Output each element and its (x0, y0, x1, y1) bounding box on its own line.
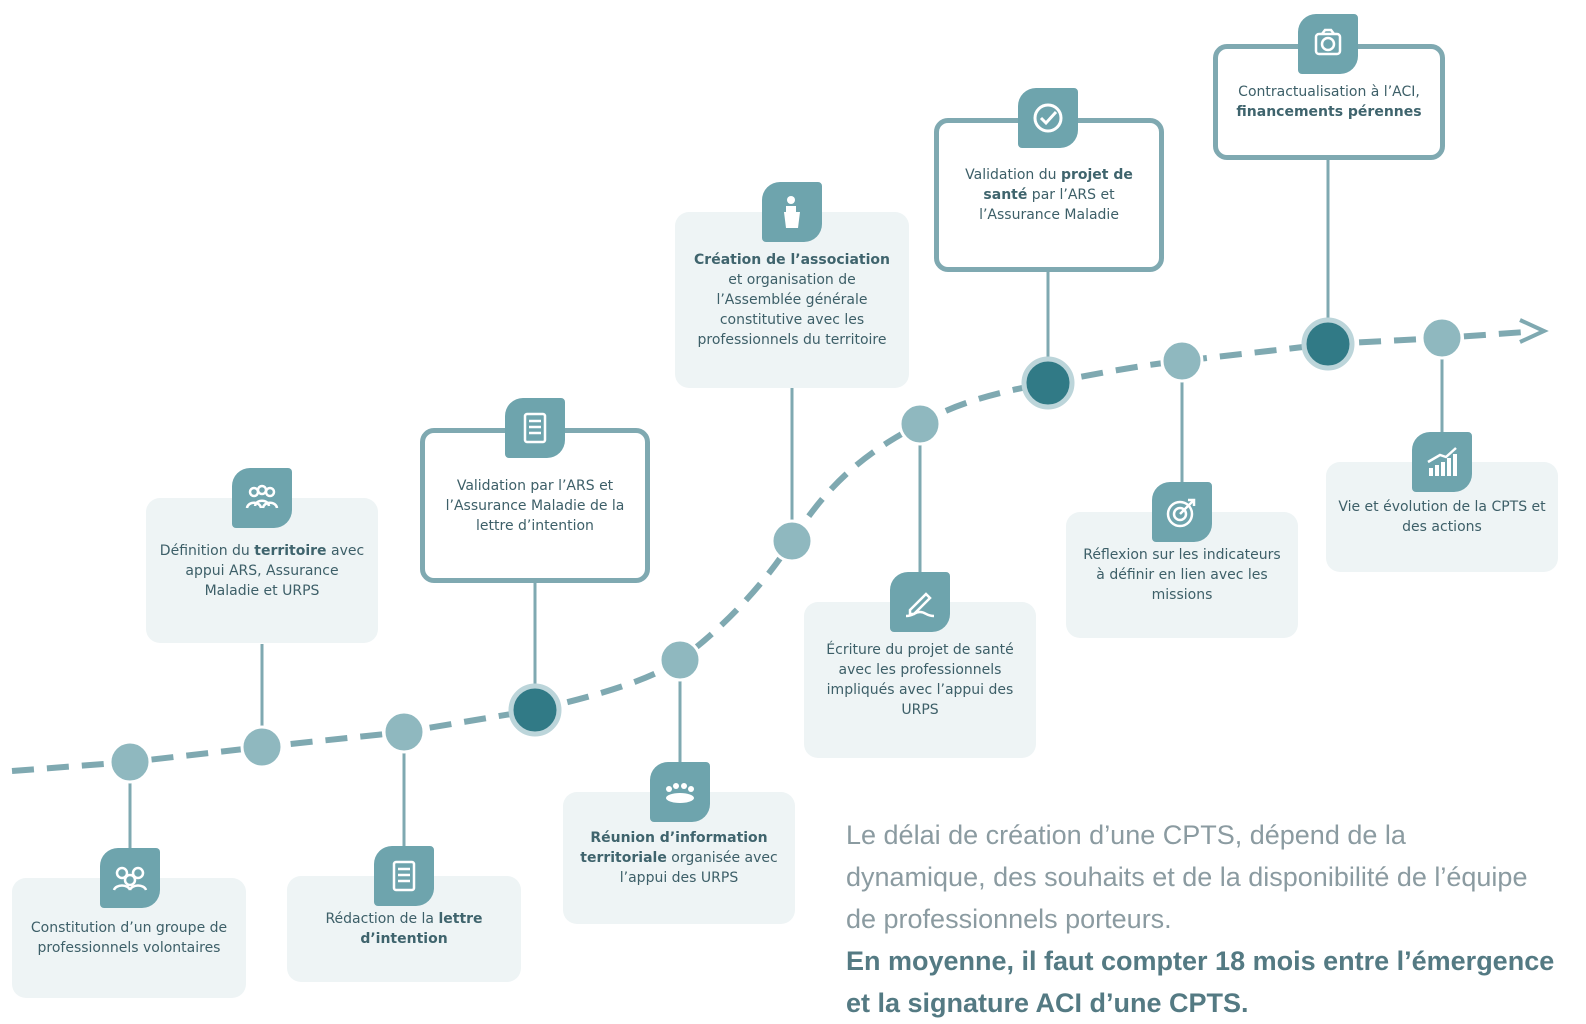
note-line-4: En moyenne, il faut compter 18 mois entr… (846, 946, 1555, 976)
meeting-icon (650, 762, 710, 822)
milestones (108, 316, 1464, 784)
step-text: Réflexion sur les indicateurs à définir … (1083, 547, 1281, 603)
group-people-icon (100, 848, 160, 908)
note-line-3: de professionnels porteurs. (846, 904, 1172, 934)
note-line-1: Le délai de création d’une CPTS, dépend … (846, 820, 1406, 850)
document-icon (505, 398, 565, 458)
people-icon (232, 468, 292, 528)
step-text: Création de l’association et organisatio… (687, 250, 897, 350)
step-text-bold: lettre d’intention (360, 911, 483, 947)
timeline-diagram (11, 160, 1549, 850)
milestone-4 (508, 683, 562, 737)
pen-signature-icon (890, 572, 950, 632)
step-text: Vie et évolution de la CPTS et des actio… (1338, 499, 1546, 535)
step-text-post: organisée avec l’appui des URPS (619, 850, 778, 886)
step-text: Constitution d’un groupe de professionne… (30, 920, 228, 956)
contract-icon (1298, 14, 1358, 74)
step-text-bold: Création de l’association (694, 252, 890, 268)
milestone-8 (1021, 356, 1075, 410)
step-card-territory: Définition du territoire avec appui ARS,… (146, 498, 378, 643)
step-text: Rédaction de la lettre d’intention (299, 909, 509, 949)
step-text: Validation du projet de santé par l’ARS … (951, 165, 1147, 225)
step-text: Écriture du projet de santé avec les pro… (826, 642, 1014, 718)
milestone-6 (770, 519, 814, 563)
note-line-2: dynamique, des souhaits et de la disponi… (846, 862, 1528, 892)
step-text: Définition du territoire avec appui ARS,… (158, 541, 366, 601)
milestone-1 (108, 740, 152, 784)
step-text-bold: projet de santé (983, 167, 1133, 203)
arrow-head (1519, 318, 1549, 344)
check-badge-icon (1018, 88, 1078, 148)
document-icon (374, 846, 434, 906)
step-text-bold: Réunion d’information territoriale (580, 830, 768, 866)
step-text-bold: territoire (254, 542, 327, 559)
speaker-podium-icon (762, 182, 822, 242)
growth-chart-icon (1412, 432, 1472, 492)
target-icon (1152, 482, 1212, 542)
step-text-bold: financements pérennes (1236, 104, 1422, 120)
milestone-7 (898, 402, 942, 446)
step-text: Réunion d’information territoriale organ… (575, 828, 783, 888)
step-text: Validation par l’ARS et l’Assurance Mala… (445, 477, 625, 534)
milestone-10 (1301, 317, 1355, 371)
step-text-post: avec appui ARS, Assurance Maladie et URP… (185, 542, 365, 599)
step-text-post: et organisation de l’Assemblée générale … (697, 272, 887, 348)
milestone-2 (240, 725, 284, 769)
milestone-9 (1160, 339, 1204, 383)
step-text: Contractualisation à l’ACI, financements… (1236, 82, 1421, 122)
step-text-pre: Rédaction de la (325, 911, 439, 927)
step-text-pre: Définition du (159, 542, 255, 559)
timeline-note: Le délai de création d’une CPTS, dépend … (846, 814, 1586, 1024)
milestone-3 (382, 710, 426, 754)
step-text-post: par l’ARS et l’Assurance Maladie (979, 187, 1119, 223)
note-line-5: et la signature ACI d’une CPTS. (846, 988, 1249, 1018)
step-text-pre: Validation du (965, 167, 1061, 183)
milestone-5 (658, 638, 702, 682)
milestone-11 (1420, 316, 1464, 360)
step-text-pre: Contractualisation à l’ACI, (1238, 84, 1420, 100)
step-card-group-constitution: Constitution d’un groupe de professionne… (12, 878, 246, 998)
